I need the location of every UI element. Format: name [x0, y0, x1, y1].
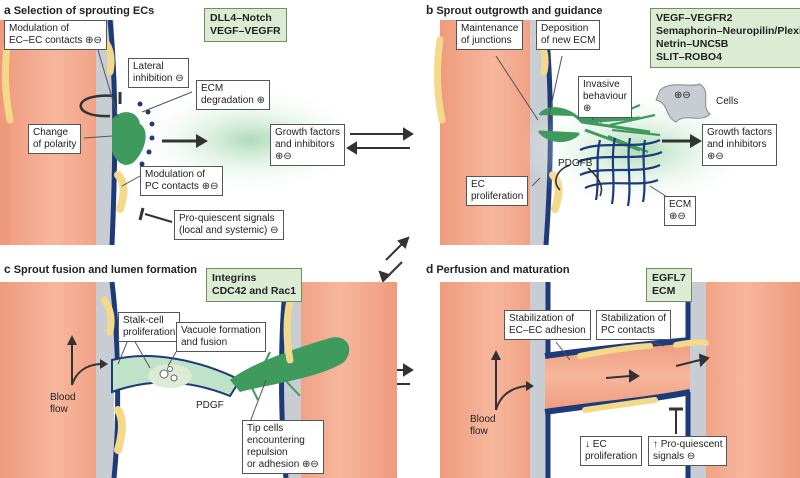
panel-b-art [433, 19, 760, 246]
panel-c-art [0, 281, 397, 478]
label-pdgfb: PDGFB [558, 158, 593, 169]
label-pdgf: PDGF [196, 400, 224, 411]
label-cell-pm: ⊕⊖ [674, 90, 691, 101]
label-cells: Cells [716, 96, 739, 107]
label-pro-quiescent-a: Pro-quiescent signals(local and systemic… [174, 210, 284, 240]
label-ecm-b: ECM⊕⊖ [664, 196, 697, 226]
panel-d-art [440, 282, 800, 478]
